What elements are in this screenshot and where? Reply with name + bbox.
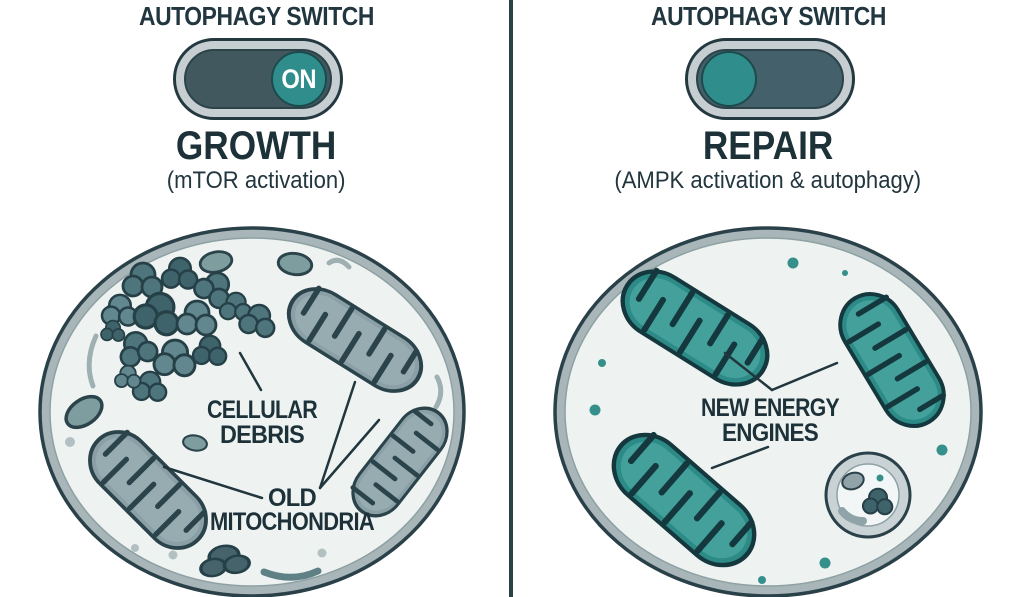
cell-illustration-new: NEW ENERGY ENGINES [553,226,983,597]
subheading-mtor: (mTOR activation) [166,167,346,194]
cargo-crescent [838,507,867,525]
cytoplasm-dots [589,257,948,584]
autophagy-toggle-on[interactable]: ON [173,38,343,120]
panel-repair: AUTOPHAGY SWITCH REPAIR (AMPK activation… [512,0,1024,597]
toggle-knob: ON [271,51,327,107]
cytoplasm-decor [65,257,444,581]
panel-title-text: AUTOPHAGY SWITCH [650,1,886,31]
cell-annotations-right: NEW ENERGY ENGINES [701,351,841,470]
autophagosome-vesicle [824,451,912,539]
panel-title-text: AUTOPHAGY SWITCH [138,1,374,31]
toggle-track: ON [184,49,332,109]
panel-divider [509,0,513,597]
label-cellular-debris-line1: CELLULAR [207,396,318,424]
heading-growth: GROWTH [175,124,337,168]
panel-title-right: AUTOPHAGY SWITCH [512,1,1024,32]
label-old-mitochondria-line2: MITOCHONDRIA [210,508,375,536]
toggle-track [696,49,844,109]
label-new-energy-line1: NEW ENERGY [701,394,840,422]
subheading-ampk: (AMPK activation & autophagy) [614,167,922,194]
toggle-knob [701,51,757,107]
panel-title-left: AUTOPHAGY SWITCH [0,1,512,32]
label-new-energy-line2: ENGINES [722,419,818,447]
autophagy-toggle-off[interactable] [685,38,855,120]
label-cellular-debris-line2: DEBRIS [220,421,304,449]
panel-growth: AUTOPHAGY SWITCH ON GROWTH (mTOR activat… [0,1,512,597]
label-old-mitochondria-line1: OLD [268,484,316,512]
toggle-state-label: ON [281,63,317,94]
heading-repair: REPAIR [702,124,834,168]
cell-annotations-left: CELLULAR DEBRIS OLD MITOCHONDRIA [162,351,381,536]
cell-illustration-old: CELLULAR DEBRIS OLD MITOCHONDRIA [38,226,466,597]
cargo-dot [876,474,884,482]
cargo-blob-gray [841,471,865,491]
